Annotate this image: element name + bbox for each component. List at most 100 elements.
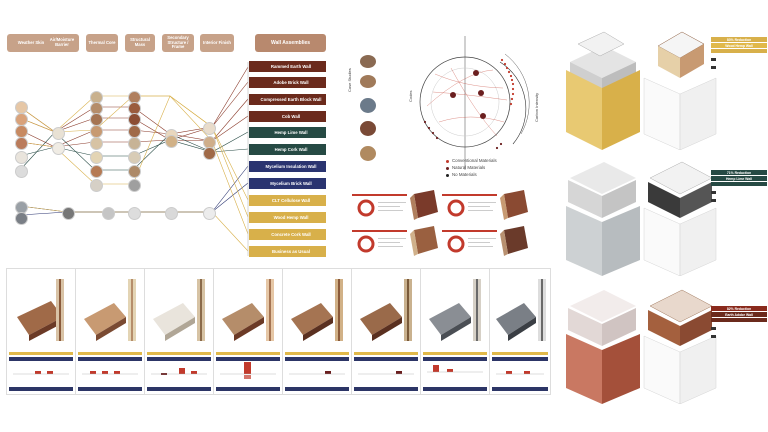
wall-adobe-brick: Adobe Brick Wall: [256, 77, 326, 88]
header-air-barrier: Air/Moisture Barrier: [45, 34, 79, 52]
comparison-card: [352, 190, 438, 220]
panel-footer: [492, 387, 548, 391]
wall-hemp-cork: Hemp Cork Wall: [256, 144, 326, 155]
node-glass-fiber: [102, 207, 115, 220]
wall-concrete-cork: Concrete Cork Wall: [256, 229, 326, 240]
wall-panel: [75, 268, 145, 395]
node-gypsum: [203, 207, 216, 220]
comparison-card: [352, 226, 438, 256]
node-hempcrete-block: [128, 137, 141, 150]
panel-footer: [216, 387, 280, 391]
node-wrb-barrier: [62, 207, 75, 220]
node-earth-finish: [203, 147, 216, 160]
header-secondary-structure: Secondary Structure / Frame: [162, 34, 194, 52]
building-model: [566, 162, 640, 276]
legend-dot: [446, 174, 449, 177]
building-metrics: [711, 325, 767, 347]
building-reduction-tag: 71% Reduction: [711, 170, 767, 175]
case-study-image: [360, 75, 376, 88]
case-study-image: [360, 146, 376, 161]
axis-carbon-intensity: Carbon Intensity: [534, 92, 539, 122]
wall-panel: [282, 268, 352, 395]
panel-footer: [423, 387, 487, 391]
case-study-image: [360, 55, 376, 68]
node-metal-stud: [165, 207, 178, 220]
node-lime-plaster-barrier: [52, 127, 65, 140]
node-mycelium-brick: [128, 151, 141, 164]
legend-conventional: Conventional Materials: [452, 158, 497, 163]
building-tag-bar: [711, 182, 767, 186]
building-reduction-tag: 82% Reduction: [711, 306, 767, 311]
legend-dot: [446, 167, 449, 170]
wall-compressed-earth: Compressed Earth Block Wall: [256, 94, 326, 105]
wall-mycelium-insulation: Mycelium Insulation Wall: [256, 161, 326, 172]
node-lime-render: [15, 137, 28, 150]
wall-swatch: [249, 246, 256, 257]
wall-swatch: [249, 61, 256, 72]
wall-swatch: [249, 178, 256, 189]
building-wall-tag: Hemp Lime Wall: [711, 176, 767, 181]
axis-case-studies: Case Studies: [347, 68, 352, 92]
wall-panel: [213, 268, 283, 395]
building-exploded: [643, 289, 717, 404]
building-exploded: [643, 161, 717, 276]
node-wood-fiber: [90, 165, 103, 178]
node-clay-plaster-barrier: [52, 142, 65, 155]
node-straw: [90, 137, 103, 150]
wall-swatch: [249, 195, 256, 206]
node-clt: [128, 165, 141, 178]
wall-panel: [420, 268, 490, 395]
wall-swatch: [249, 212, 256, 223]
axis-codes: Codes: [408, 90, 413, 102]
header-weather-skin: Weather Skin: [7, 34, 55, 52]
wall-swatch: [249, 111, 256, 122]
node-steel-frame: [128, 207, 141, 220]
building-wall-tag: Wood Hemp Wall: [711, 43, 767, 48]
case-study-image: [360, 98, 376, 113]
wall-wood-hemp: Wood Hemp Wall: [256, 212, 326, 223]
node-mycelium: [90, 151, 103, 164]
panel-footer: [147, 387, 211, 391]
panel-footer: [354, 387, 418, 391]
case-study-image: [360, 121, 376, 136]
wall-assemblies-header: Wall Assemblies: [255, 34, 326, 52]
radial-diagram: [419, 36, 530, 170]
wall-swatch: [249, 229, 256, 240]
header-interior-finish: Interior Finish: [200, 34, 234, 52]
header-thermal-core: Thermal Core: [86, 34, 118, 52]
building-reduction-tag: 83% Reduction: [711, 37, 767, 42]
building-metrics: [711, 189, 767, 211]
wall-swatch: [249, 94, 256, 105]
wall-swatch: [249, 127, 256, 138]
wall-mycelium-brick: Mycelium Brick Wall: [256, 178, 326, 189]
wall-clt-cellulose: CLT Cellulose Wall: [256, 195, 326, 206]
building-wall-tag: Earth Adobe Wall: [711, 312, 767, 317]
header-structural-mass: Structural Mass: [125, 34, 155, 52]
wall-panel: [6, 268, 76, 395]
panel-footer: [9, 387, 73, 391]
wall-panel: [144, 268, 214, 395]
wall-swatch: [249, 144, 256, 155]
building-exploded: [643, 31, 717, 150]
node-steel-panel: [15, 212, 28, 225]
building-tag-bar: [711, 318, 767, 322]
wall-hemp-lime: Hemp Lime Wall: [256, 127, 326, 138]
node-cement-render: [15, 151, 28, 164]
node-concrete: [128, 179, 141, 192]
comparison-card: [442, 190, 528, 220]
building-tag-bar: [711, 49, 767, 53]
building-metrics: [711, 56, 767, 78]
wall-panel: [351, 268, 421, 395]
node-timber-stud: [165, 135, 178, 148]
building-model: [566, 31, 640, 150]
node-clay-finish: [203, 122, 216, 135]
wall-business-as-usual: Business as Usual: [256, 246, 326, 257]
wall-swatch: [249, 161, 256, 172]
node-mineral-wool: [90, 179, 103, 192]
comparison-card: [442, 226, 528, 256]
panel-footer: [285, 387, 349, 391]
panel-footer: [78, 387, 142, 391]
legend-dot: [446, 160, 449, 163]
wall-cob: Cob Wall: [256, 111, 326, 122]
wall-rammed-earth: Rammed Earth Wall: [256, 61, 326, 72]
